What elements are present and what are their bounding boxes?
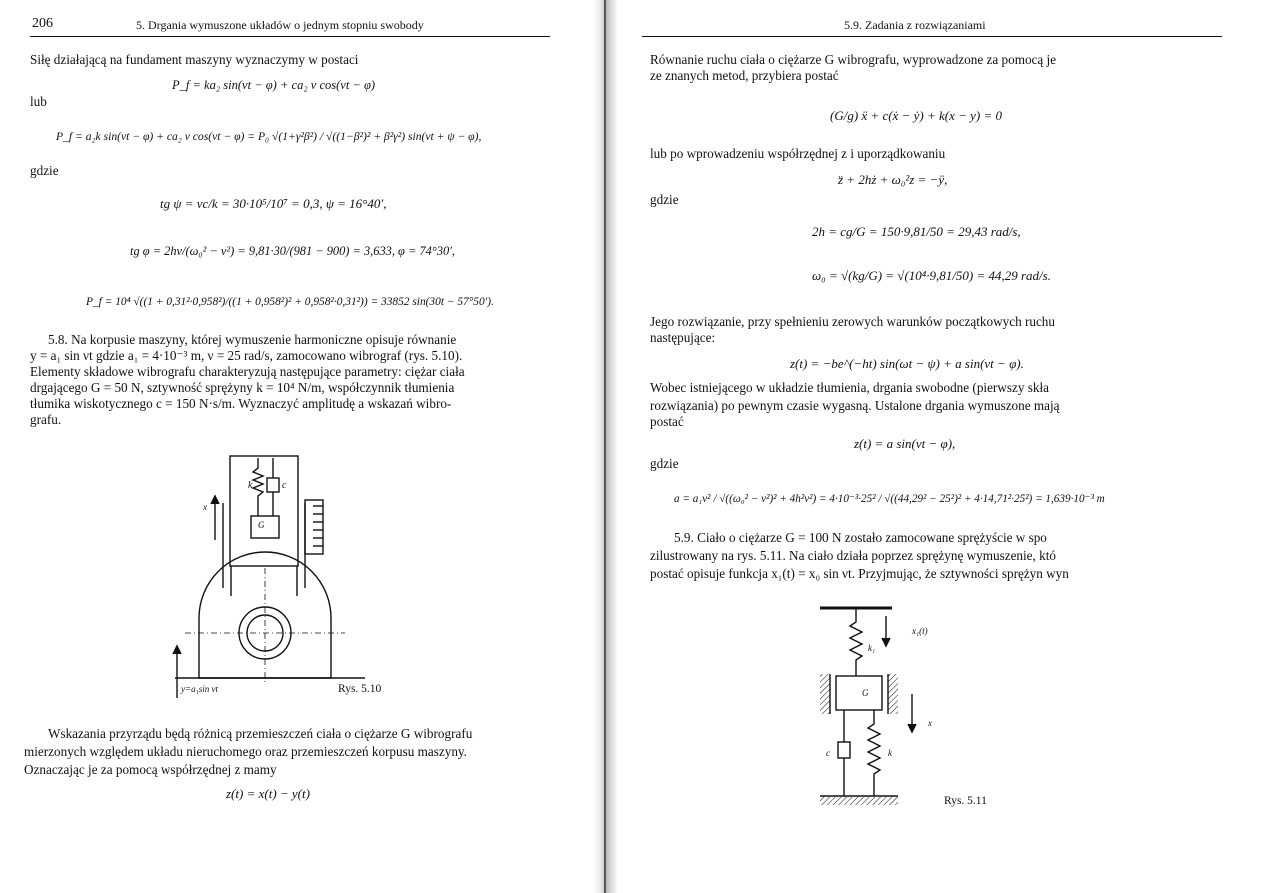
- equation: P_f = 10⁴ √((1 + 0,31²·0,958²)/((1 + 0,9…: [86, 296, 494, 308]
- fig-label-x: x: [928, 718, 932, 728]
- text-line: postać: [650, 414, 684, 429]
- text-line: następujące:: [650, 330, 716, 345]
- problem-line: 5.8. Na korpusie maszyny, której wymusze…: [48, 332, 457, 347]
- running-head-right: 5.9. Zadania z rozwiązaniami: [844, 18, 986, 32]
- fig-label-G: G: [862, 688, 869, 698]
- header-rule-right: [642, 36, 1222, 37]
- fig-label-c: c: [282, 480, 287, 491]
- fig-label-k: k: [888, 748, 892, 758]
- figure-5-11: [820, 606, 917, 805]
- equation: z(t) = x(t) − y(t): [226, 786, 310, 801]
- problem-line: zilustrowany na rys. 5.11. Na ciało dzia…: [650, 548, 1056, 563]
- problem-line: tłumika wiskotycznego c = 150 N·s/m. Wyz…: [30, 396, 452, 411]
- text-line: Siłę działającą na fundament maszyny wyz…: [30, 52, 359, 67]
- text-line: gdzie: [650, 456, 679, 471]
- problem-line: postać opisuje funkcja x₁(t) = x₀ sin νt…: [650, 566, 1069, 581]
- fig-label-c: c: [826, 748, 830, 758]
- equation: (G/g) ẍ + c(ẋ − ẏ) + k(x − y) = 0: [830, 108, 1002, 123]
- text-line: mierzonych względem układu nieruchomego …: [24, 744, 467, 759]
- equation: z̈ + 2hż + ω₀²z = −ÿ,: [838, 172, 948, 187]
- equation: tg ψ = νc/k = 30·10⁵/10⁷ = 0,3, ψ = 16°4…: [160, 196, 387, 211]
- fig-label-G: G: [258, 520, 265, 530]
- figure-caption: Rys. 5.10: [338, 683, 382, 695]
- text-line: Wskazania przyrządu będą różnicą przemie…: [48, 726, 473, 741]
- text-line: ze znanych metod, przybiera postać: [650, 68, 839, 83]
- fig-label-x1: x₁(t): [912, 626, 928, 636]
- equation: ω₀ = √(kg/G) = √(10⁴·9,81/50) = 44,29 ra…: [812, 268, 1051, 283]
- text-line: rozwiązania) po pewnym czasie wygasną. U…: [650, 398, 1060, 413]
- figure-5-10: [172, 455, 365, 698]
- problem-line: y = a₁ sin νt gdzie a₁ = 4·10⁻³ m, ν = 2…: [30, 348, 463, 363]
- problem-line: 5.9. Ciało o ciężarze G = 100 N zostało …: [674, 530, 1047, 545]
- fig-label-k: k: [248, 480, 253, 491]
- problem-line: drgającego G = 50 N, sztywność sprężyny …: [30, 380, 455, 395]
- problem-line: Elementy składowe wibrografu charakteryz…: [30, 364, 465, 379]
- page-number: 206: [32, 16, 53, 31]
- header-rule-left: [30, 36, 550, 37]
- fig-label-x: x: [203, 502, 207, 512]
- equation: tg φ = 2hν/(ω₀² − ν²) = 9,81·30/(981 − 9…: [130, 244, 456, 258]
- text-line: lub po wprowadzeniu współrzędnej z i upo…: [650, 146, 946, 161]
- right-page: 5.9. Zadania z rozwiązaniami Równanie ru…: [612, 0, 1263, 893]
- equation: P_f = a₂k sin(νt − φ) + ca₂ ν cos(νt − φ…: [56, 130, 482, 143]
- text-line: lub: [30, 94, 47, 109]
- equation: z(t) = −be^(−ht) sin(ωt − ψ) + a sin(νt …: [790, 356, 1024, 371]
- equation: z(t) = a sin(νt − φ),: [854, 436, 956, 451]
- figure-caption: Rys. 5.11: [944, 795, 987, 807]
- text-line: gdzie: [650, 192, 679, 207]
- fig-label-y: y=a₁sin νt: [181, 684, 218, 694]
- gutter-line: [604, 0, 606, 893]
- text-line: Równanie ruchu ciała o ciężarze G wibrog…: [650, 52, 1057, 67]
- text-line: gdzie: [30, 163, 59, 178]
- equation: P_f = ka₂ sin(νt − φ) + ca₂ ν cos(νt − φ…: [172, 78, 376, 92]
- text-line: Jego rozwiązanie, przy spełnieniu zerowy…: [650, 314, 1055, 329]
- fig-label-k1: k₁: [868, 643, 876, 653]
- equation: a = a₁ν² / √((ω₀² − ν²)² + 4h²ν²) = 4·10…: [674, 493, 1105, 505]
- equation: 2h = cg/G = 150·9,81/50 = 29,43 rad/s,: [812, 224, 1021, 239]
- problem-line: grafu.: [30, 412, 62, 427]
- left-page: 206 5. Drgania wymuszone układów o jedny…: [0, 0, 600, 893]
- running-head-left: 5. Drgania wymuszone układów o jednym st…: [136, 18, 424, 32]
- text-line: Wobec istniejącego w układzie tłumienia,…: [650, 380, 1049, 395]
- text-line: Oznaczając je za pomocą współrzędnej z m…: [24, 762, 277, 777]
